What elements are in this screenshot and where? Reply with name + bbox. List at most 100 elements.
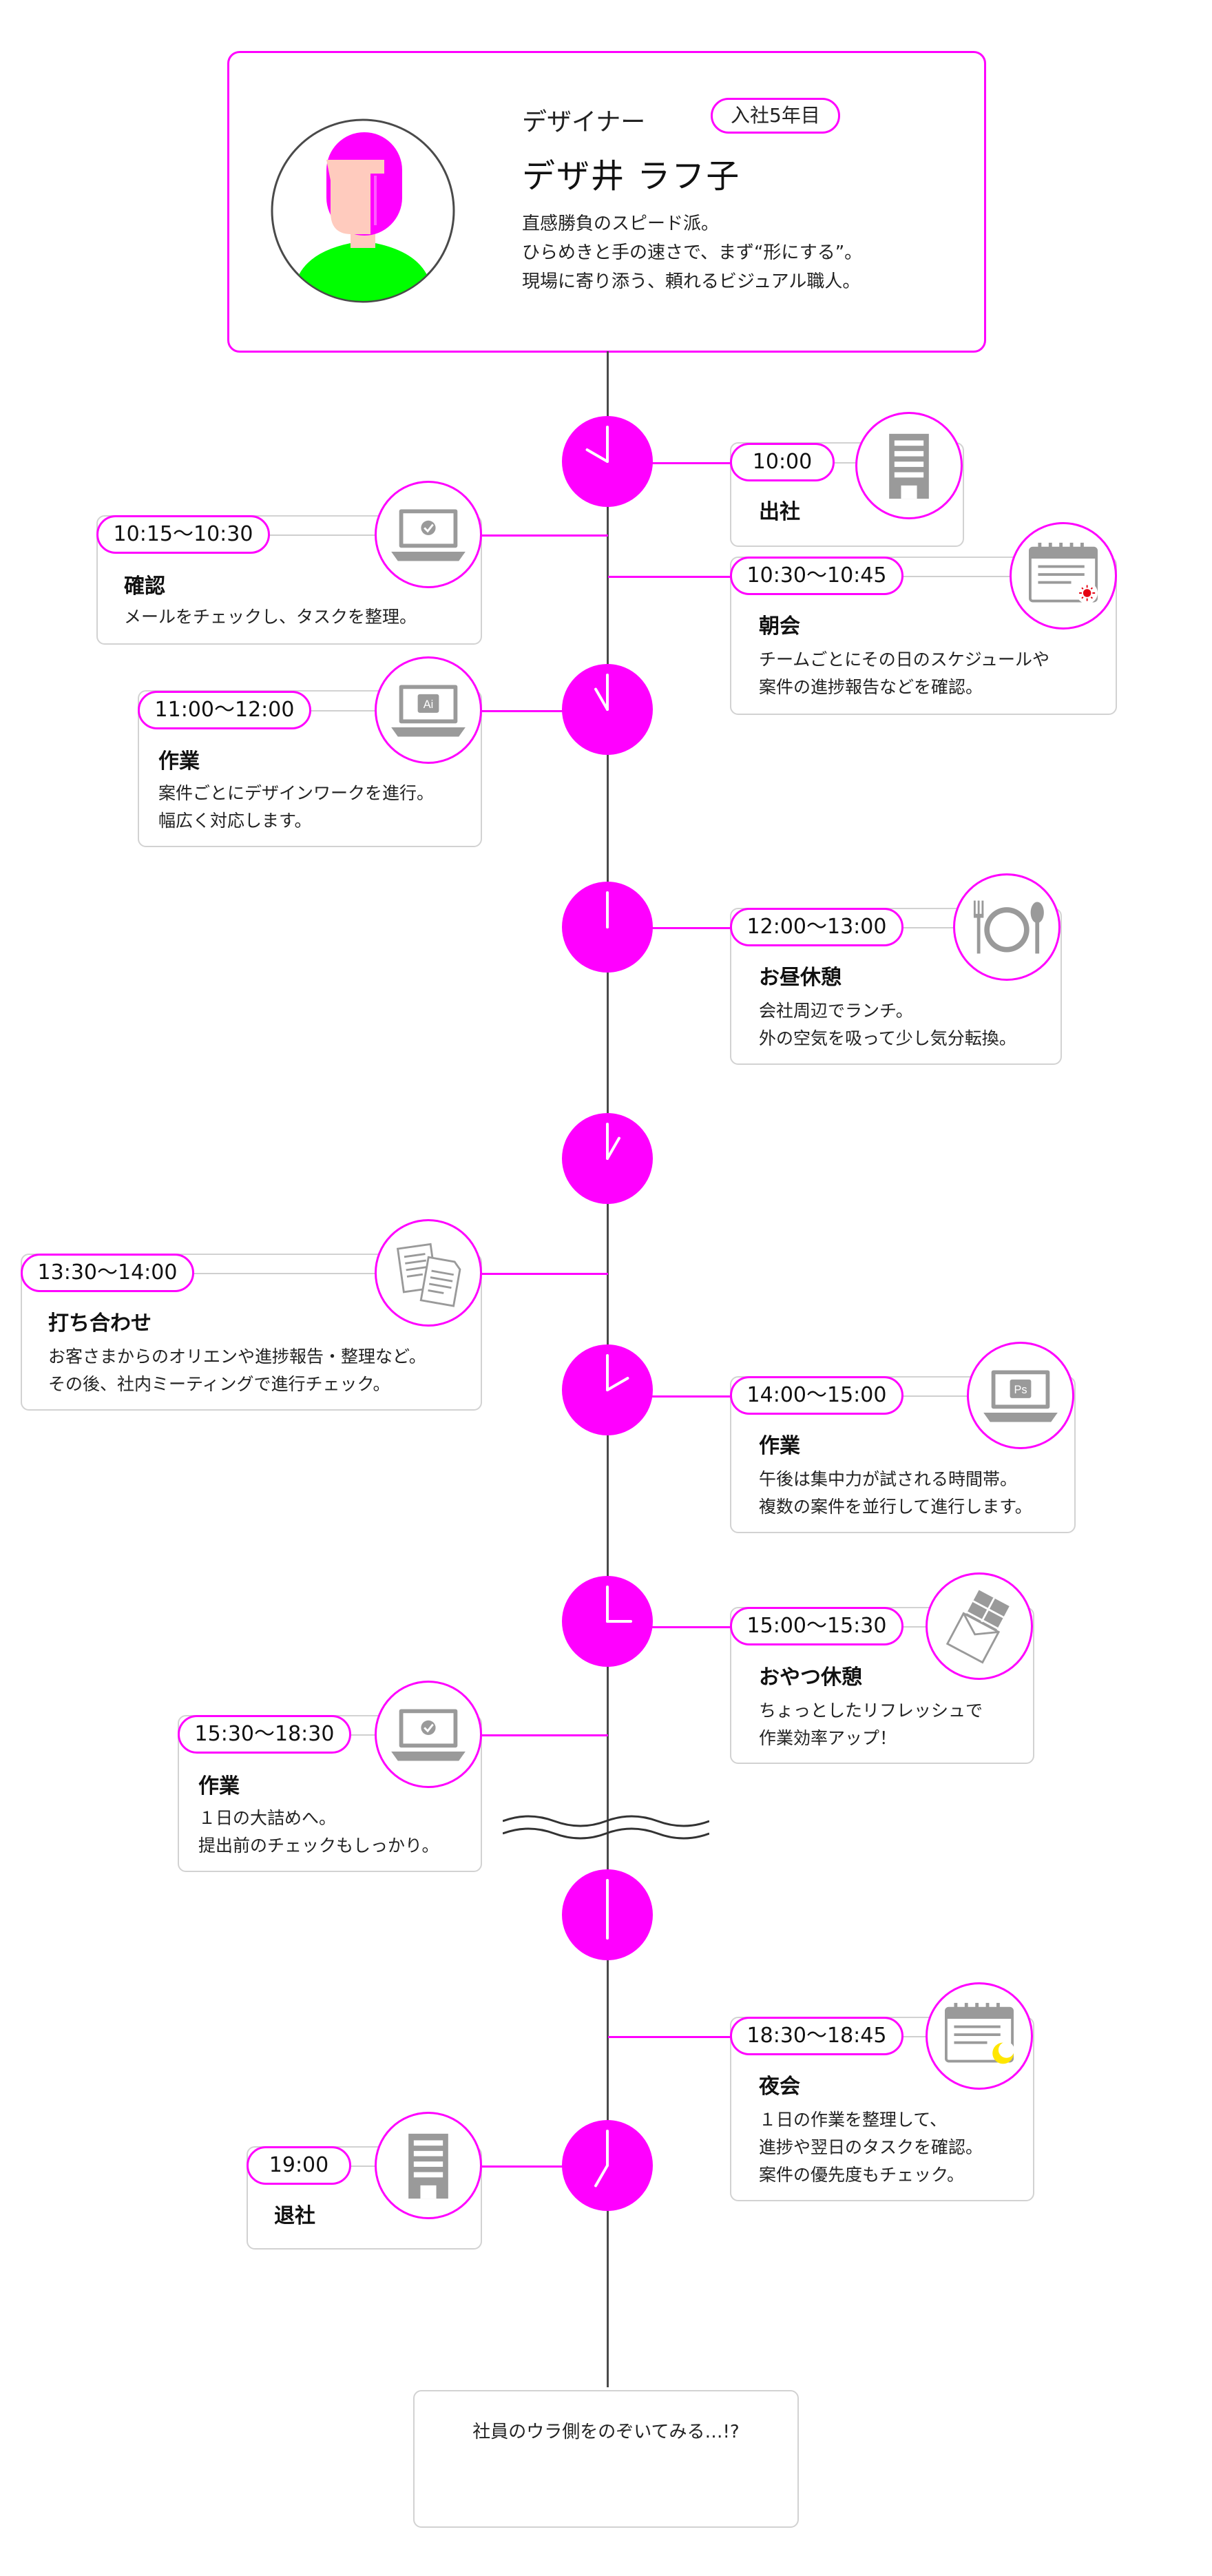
person-name: デザ井 ラフ子 [522,157,741,196]
schedule-desc: 会社周辺でランチ。 外の空気を吸って少し気分転換。 [759,997,1016,1052]
desc-line: メールをチェックし、タスクを整理。 [124,607,417,627]
avatar [270,103,456,309]
desc-line: 作業効率アップ！ [759,1728,897,1748]
connector-line [482,1734,608,1736]
building-icon [375,2112,482,2219]
time-pill: 14:00〜15:00 [730,1376,903,1415]
laptop-check-icon [375,1681,482,1788]
chocolate-icon [926,1572,1033,1680]
desc-line: その後、社内ミーティングで進行チェック。 [48,1374,390,1394]
hour-hand [594,687,609,711]
clock-icon [561,880,654,974]
desc-line: 外の空気を吸って少し気分転換。 [759,1028,1016,1048]
desc-line: 複数の案件を並行して進行します。 [759,1497,1032,1517]
gray-connector [895,1395,1019,1397]
gray-connector [895,927,1005,928]
time-pill: 15:30〜18:30 [178,1715,351,1754]
documents-icon [375,1219,482,1327]
schedule-desc: １日の大詰めへ。 提出前のチェックもしっかり。 [198,1805,439,1860]
laptop-ai-icon: Ai [375,656,482,764]
time-pill: 19:00 [247,2146,351,2185]
schedule-desc: ちょっとしたリフレッシュで 作業効率アップ！ [759,1697,983,1752]
hour-hand [585,448,609,463]
teaser-box[interactable] [413,2390,799,2528]
schedule-desc: １日の作業を整理して、 進捗や翌日のタスクを確認。 案件の優先度もチェック。 [759,2106,983,2189]
connector-line [608,927,730,929]
clock-icon [561,663,654,756]
clock-icon [561,1112,654,1205]
ps-logo-text: Ps [1014,1384,1027,1396]
schedule-title: 作業 [198,1774,240,1798]
schedule-desc: 案件ごとにデザインワークを進行。 幅広く対応します。 [158,780,434,835]
time-skip-wave-icon [503,1815,709,1840]
schedule-title: 打ち合わせ [48,1311,152,1336]
bio-line: 直感勝負のスピード派。 [522,214,720,234]
connector-line [608,462,730,464]
schedule-title: おやつ休憩 [759,1665,862,1690]
schedule-title: 退社 [274,2204,315,2228]
schedule-title: 夜会 [759,2075,800,2099]
time-pill: 10:00 [730,443,835,481]
desc-line: お客さまからのオリエンや進捗報告・整理など。 [48,1347,426,1367]
clock-icon [561,1343,654,1437]
schedule-title: 朝会 [759,614,800,638]
time-pill: 15:00〜15:30 [730,1607,903,1645]
teaser-text: 社員のウラ側をのぞいてみる…!? [472,2422,740,2442]
tenure-badge: 入社5年目 [711,98,840,134]
building-icon [855,412,963,519]
desc-line: ちょっとしたリフレッシュで [759,1701,983,1721]
desc-line: 案件ごとにデザインワークを進行。 [158,783,435,803]
schedule-title: 出社 [759,500,800,524]
bio-line: ひらめきと手の速さで、まず“形にする”。 [522,242,863,263]
gray-connector [262,534,427,536]
desc-line: 案件の進捗報告などを確認。 [759,677,983,697]
designer-avatar-icon [271,118,455,303]
connector-line [608,2036,730,2038]
time-pill: 10:15〜10:30 [96,515,270,554]
laptop-check-icon [375,481,482,588]
schedule-desc: メールをチェックし、タスクを整理。 [124,603,417,631]
role-label: デザイナー [522,108,646,136]
time-pill: 13:30〜14:00 [21,1254,194,1292]
connector-line [608,1626,730,1628]
desc-line: １日の作業を整理して、 [759,2110,948,2130]
gray-connector [895,576,1060,577]
time-pill: 12:00〜13:00 [730,908,903,946]
connector-line [482,710,608,712]
schedule-desc: お客さまからのオリエンや進捗報告・整理など。 その後、社内ミーティングで進行チェ… [48,1343,426,1398]
hour-hand [594,2164,609,2188]
desc-line: 進捗や翌日のタスクを確認。 [759,2137,983,2157]
connector-line [608,576,730,578]
time-pill: 10:30〜10:45 [730,557,903,595]
calendar-sun-icon [1010,522,1117,630]
fork-spoon-plate-icon [953,873,1060,981]
calendar-moon-icon [926,1982,1033,2090]
clock-icon [561,2119,654,2212]
desc-line: チームごとにその日のスケジュールや [759,650,1050,669]
bio-line: 現場に寄り添う、頼れるビジュアル職人。 [522,271,861,292]
profile-bio: 直感勝負のスピード派。 ひらめきと手の速さで、まず“形にする”。 現場に寄り添う… [522,209,963,296]
clock-icon [561,1868,654,1962]
hour-hand [606,1377,629,1391]
hour-hand [606,1136,620,1160]
schedule-title: 確認 [124,574,165,599]
gray-connector [303,710,427,711]
desc-line: １日の大詰めへ。 [198,1808,337,1828]
connector-line [482,1273,608,1275]
schedule-desc: 午後は集中力が試される時間帯。 複数の案件を並行して進行します。 [759,1466,1032,1521]
schedule-title: 作業 [158,749,200,773]
schedule-title: 作業 [759,1434,800,1458]
connector-line [608,1395,730,1398]
desc-line: 案件の優先度もチェック。 [759,2165,965,2185]
time-pill: 18:30〜18:45 [730,2017,903,2055]
connector-line [482,534,608,537]
desc-line: 幅広く対応します。 [158,811,312,831]
connector-line [482,2165,608,2168]
schedule-desc: チームごとにその日のスケジュールや 案件の進捗報告などを確認。 [759,646,1049,701]
desc-line: 午後は集中力が試される時間帯。 [759,1469,1018,1489]
gray-connector [186,1273,427,1274]
laptop-ps-icon: Ps [967,1342,1074,1449]
desc-line: 提出前のチェックもしっかり。 [198,1836,439,1856]
time-pill: 11:00〜12:00 [138,691,311,729]
desc-line: 会社周辺でランチ。 [759,1001,913,1021]
